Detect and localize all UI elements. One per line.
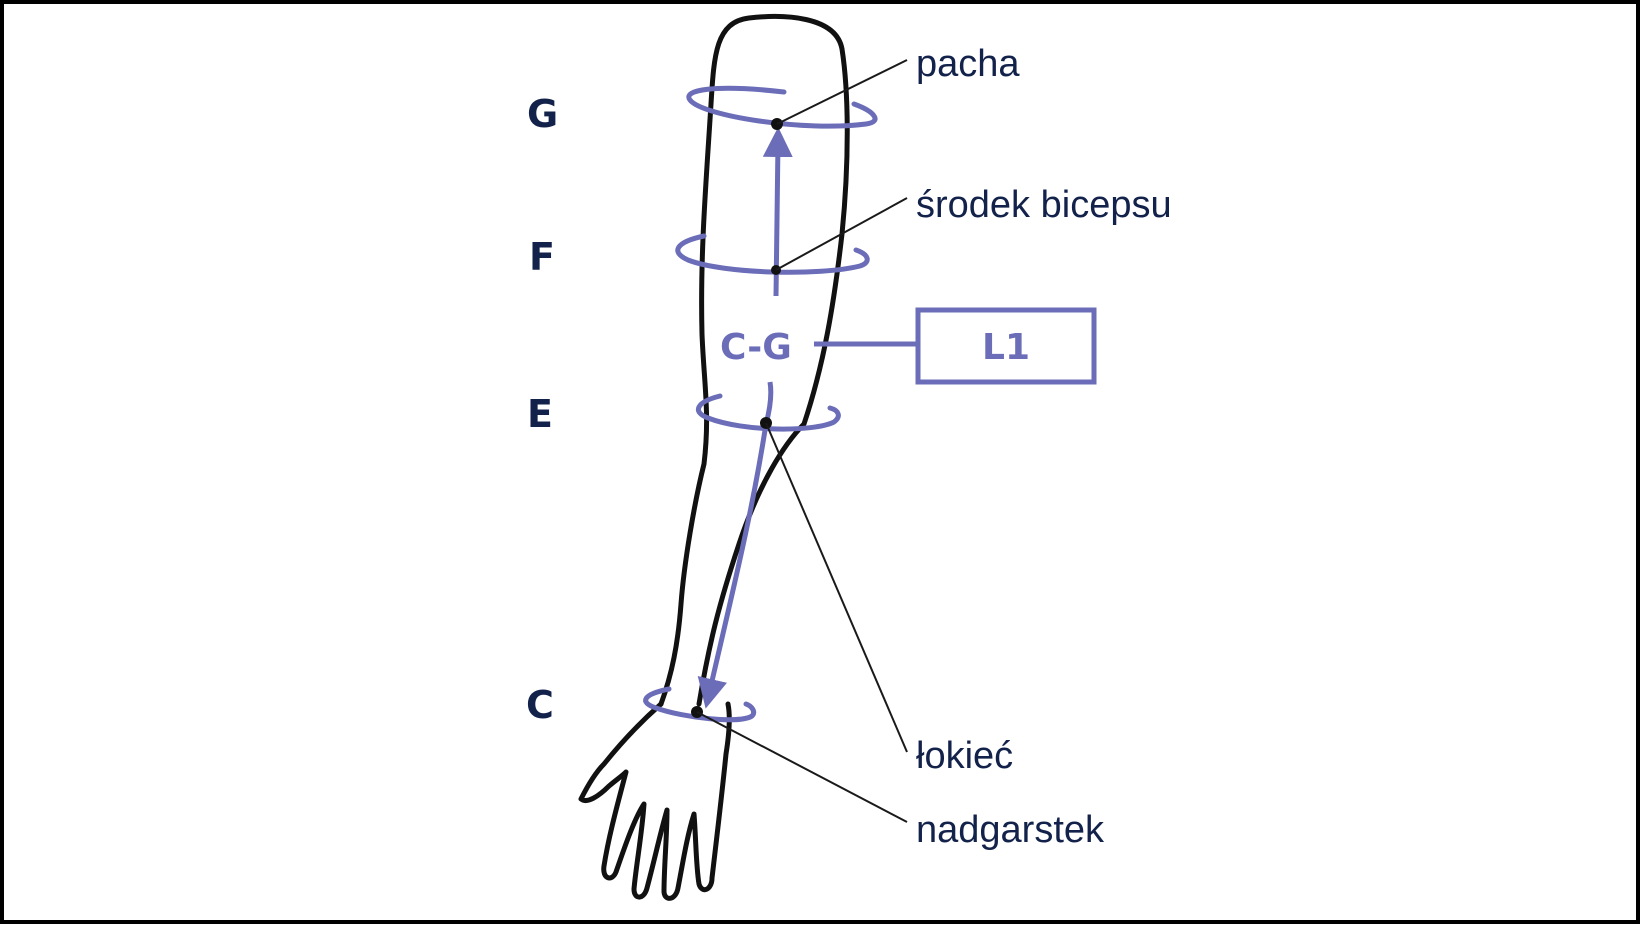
arm-measurement-diagram: G F E C pacha środek bicepsu łokieć nadg…: [526, 14, 1172, 901]
ring-g: [686, 85, 878, 129]
size-box: [915, 307, 1097, 385]
landmark-wrist-label: nadgarstek: [916, 809, 1105, 851]
leader-bicep: [775, 197, 908, 271]
arm-outline: [658, 14, 850, 707]
landmark-elbow-label: łokieć: [916, 735, 1013, 777]
level-e-label: E: [527, 392, 553, 436]
size-box-label: L1: [982, 327, 1030, 368]
ring-e: [695, 393, 841, 432]
level-c-label: C: [526, 683, 554, 727]
leader-armpit: [776, 59, 908, 125]
hand-outline: [578, 701, 732, 901]
landmark-bicep-label: środek bicepsu: [916, 184, 1172, 226]
leader-wrist: [696, 711, 908, 823]
segment-label: C-G: [720, 327, 792, 368]
level-f-label: F: [529, 235, 555, 279]
landmark-armpit-label: pacha: [916, 43, 1020, 85]
level-g-label: G: [527, 92, 558, 136]
measure-line-lower: [697, 381, 774, 709]
leader-elbow: [765, 422, 908, 753]
